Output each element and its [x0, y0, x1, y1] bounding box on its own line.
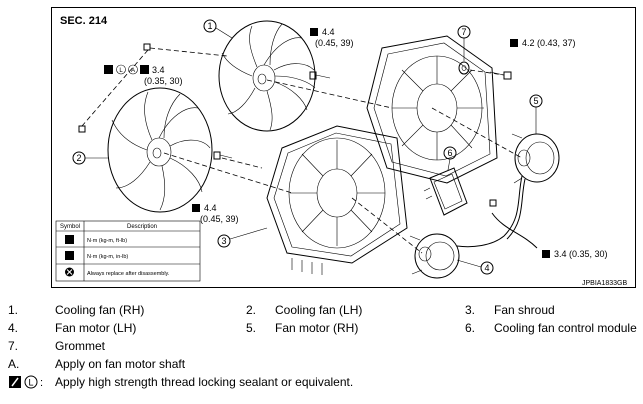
legend-num-2: 2. [246, 303, 257, 317]
legend-text-1: Cooling fan (RH) [55, 303, 145, 317]
svg-text:7: 7 [461, 27, 466, 37]
symbol-row-1: N·m (kg-m, ft-lb) [87, 238, 127, 244]
svg-text:3.4: 3.4 [152, 65, 165, 75]
svg-text:6: 6 [447, 148, 452, 158]
svg-text:L: L [28, 378, 33, 388]
guide-line-5 [431, 107, 523, 159]
svg-text:3: 3 [221, 236, 226, 246]
svg-text:(0.45, 39): (0.45, 39) [200, 214, 239, 224]
guide-line-3 [163, 152, 293, 194]
symbol-table-header-description: Description [127, 224, 157, 230]
torque-ftlb-icon [65, 235, 74, 244]
fan-shroud-lh-drawing [266, 125, 408, 275]
symbol-row-2: N·m (kg-m, in-lb) [87, 254, 128, 260]
legend-text-4: Fan motor (LH) [55, 321, 137, 335]
legend-num-a: A. [8, 357, 20, 371]
legend-text-2: Cooling fan (LH) [275, 303, 363, 317]
legend-text-sealant: Apply high strength thread locking seala… [55, 375, 354, 389]
torque-label-1: 4.4 (0.45, 39) [310, 27, 354, 48]
bolt-top-right [489, 71, 512, 80]
guide-line-7 [469, 69, 505, 76]
legend-text-5: Fan motor (RH) [275, 321, 359, 335]
callout-5: 5 [529, 94, 543, 134]
thread-lock-icon: L : [8, 374, 48, 393]
torque-label-5: 3.4 (0.35, 30) [542, 249, 608, 259]
diagram-drawing: SEC. 214 [55, 15, 627, 287]
callout-1: 1 [203, 19, 233, 39]
guide-line-1 [81, 49, 149, 127]
section-title: SEC. 214 [60, 15, 108, 27]
svg-text:(0.35, 30): (0.35, 30) [144, 76, 183, 86]
svg-text:2: 2 [76, 153, 81, 163]
svg-text:(0.45, 39): (0.45, 39) [315, 38, 354, 48]
svg-text:4.4: 4.4 [204, 203, 217, 213]
cooling-fan-lh-drawing [107, 87, 213, 213]
legend-text-6: Cooling fan control module [494, 321, 637, 335]
fan-motor-lh-drawing [409, 233, 460, 279]
bolt-right-lower [489, 199, 497, 207]
callout-2: 2 [72, 151, 109, 165]
legend-num-6: 6. [465, 321, 476, 335]
legend-num-1: 1. [8, 303, 19, 317]
diagram-code: JPBIA1833GB [582, 280, 627, 287]
torque-label-4: 4.4 (0.45, 39) [192, 203, 239, 224]
svg-text:L: L [119, 68, 123, 74]
guide-line-2 [149, 47, 228, 57]
svg-text:4: 4 [484, 263, 489, 273]
legend-text-7: Grommet [55, 339, 106, 353]
cooling-fan-rh-drawing [218, 20, 316, 132]
torque-label-2: 4.2 (0.43, 37) [510, 38, 576, 48]
callout-3: 3 [217, 227, 268, 248]
legend-num-5: 5. [246, 321, 257, 335]
legend-num-4: 4. [8, 321, 19, 335]
legend-text-3: Fan shroud [494, 303, 555, 317]
symbol-table: Symbol Description N·m (kg-m, ft-lb) N·m… [55, 220, 201, 282]
harness-module [491, 212, 538, 249]
legend-num-7: 7. [8, 339, 19, 353]
torque-label-3: L A 3.4 (0.35, 30) [104, 64, 183, 86]
svg-text:4.4: 4.4 [322, 27, 335, 37]
guide-line-8 [221, 157, 263, 169]
svg-text:3.4 (0.35, 30): 3.4 (0.35, 30) [554, 249, 608, 259]
svg-text:1: 1 [207, 21, 212, 31]
svg-text:4.2 (0.43, 37): 4.2 (0.43, 37) [522, 38, 576, 48]
harness-rh [456, 175, 523, 248]
fan-motor-rh-drawing [511, 133, 560, 184]
bolt-shroud-left [213, 151, 233, 160]
grommet-drawing [458, 61, 470, 75]
symbol-table-header-symbol: Symbol [60, 224, 80, 230]
legend-num-3: 3. [465, 303, 476, 317]
fan-shroud-rh-drawing [366, 35, 498, 184]
callout-7: 7 [457, 25, 471, 61]
guide-line-6 [351, 197, 423, 254]
bolt-fan-lh-side [78, 125, 86, 133]
torque-inlb-icon [65, 251, 74, 260]
callout-4: 4 [456, 259, 494, 275]
svg-text::: : [40, 377, 43, 389]
symbol-row-3: Always replace after disassembly. [87, 271, 170, 277]
svg-text:5: 5 [533, 96, 538, 106]
control-module-drawing [423, 167, 468, 216]
guide-line-4 [266, 79, 393, 109]
legend-text-a: Apply on fan motor shaft [55, 357, 186, 371]
callout-6: 6 [443, 146, 457, 171]
svg-text:A: A [131, 68, 135, 74]
harness-rh-2 [506, 178, 526, 240]
exploded-parts-diagram: SEC. 214 [51, 7, 636, 288]
bolt-top-center [309, 71, 331, 80]
bolt-fan-lh-top [143, 43, 151, 51]
